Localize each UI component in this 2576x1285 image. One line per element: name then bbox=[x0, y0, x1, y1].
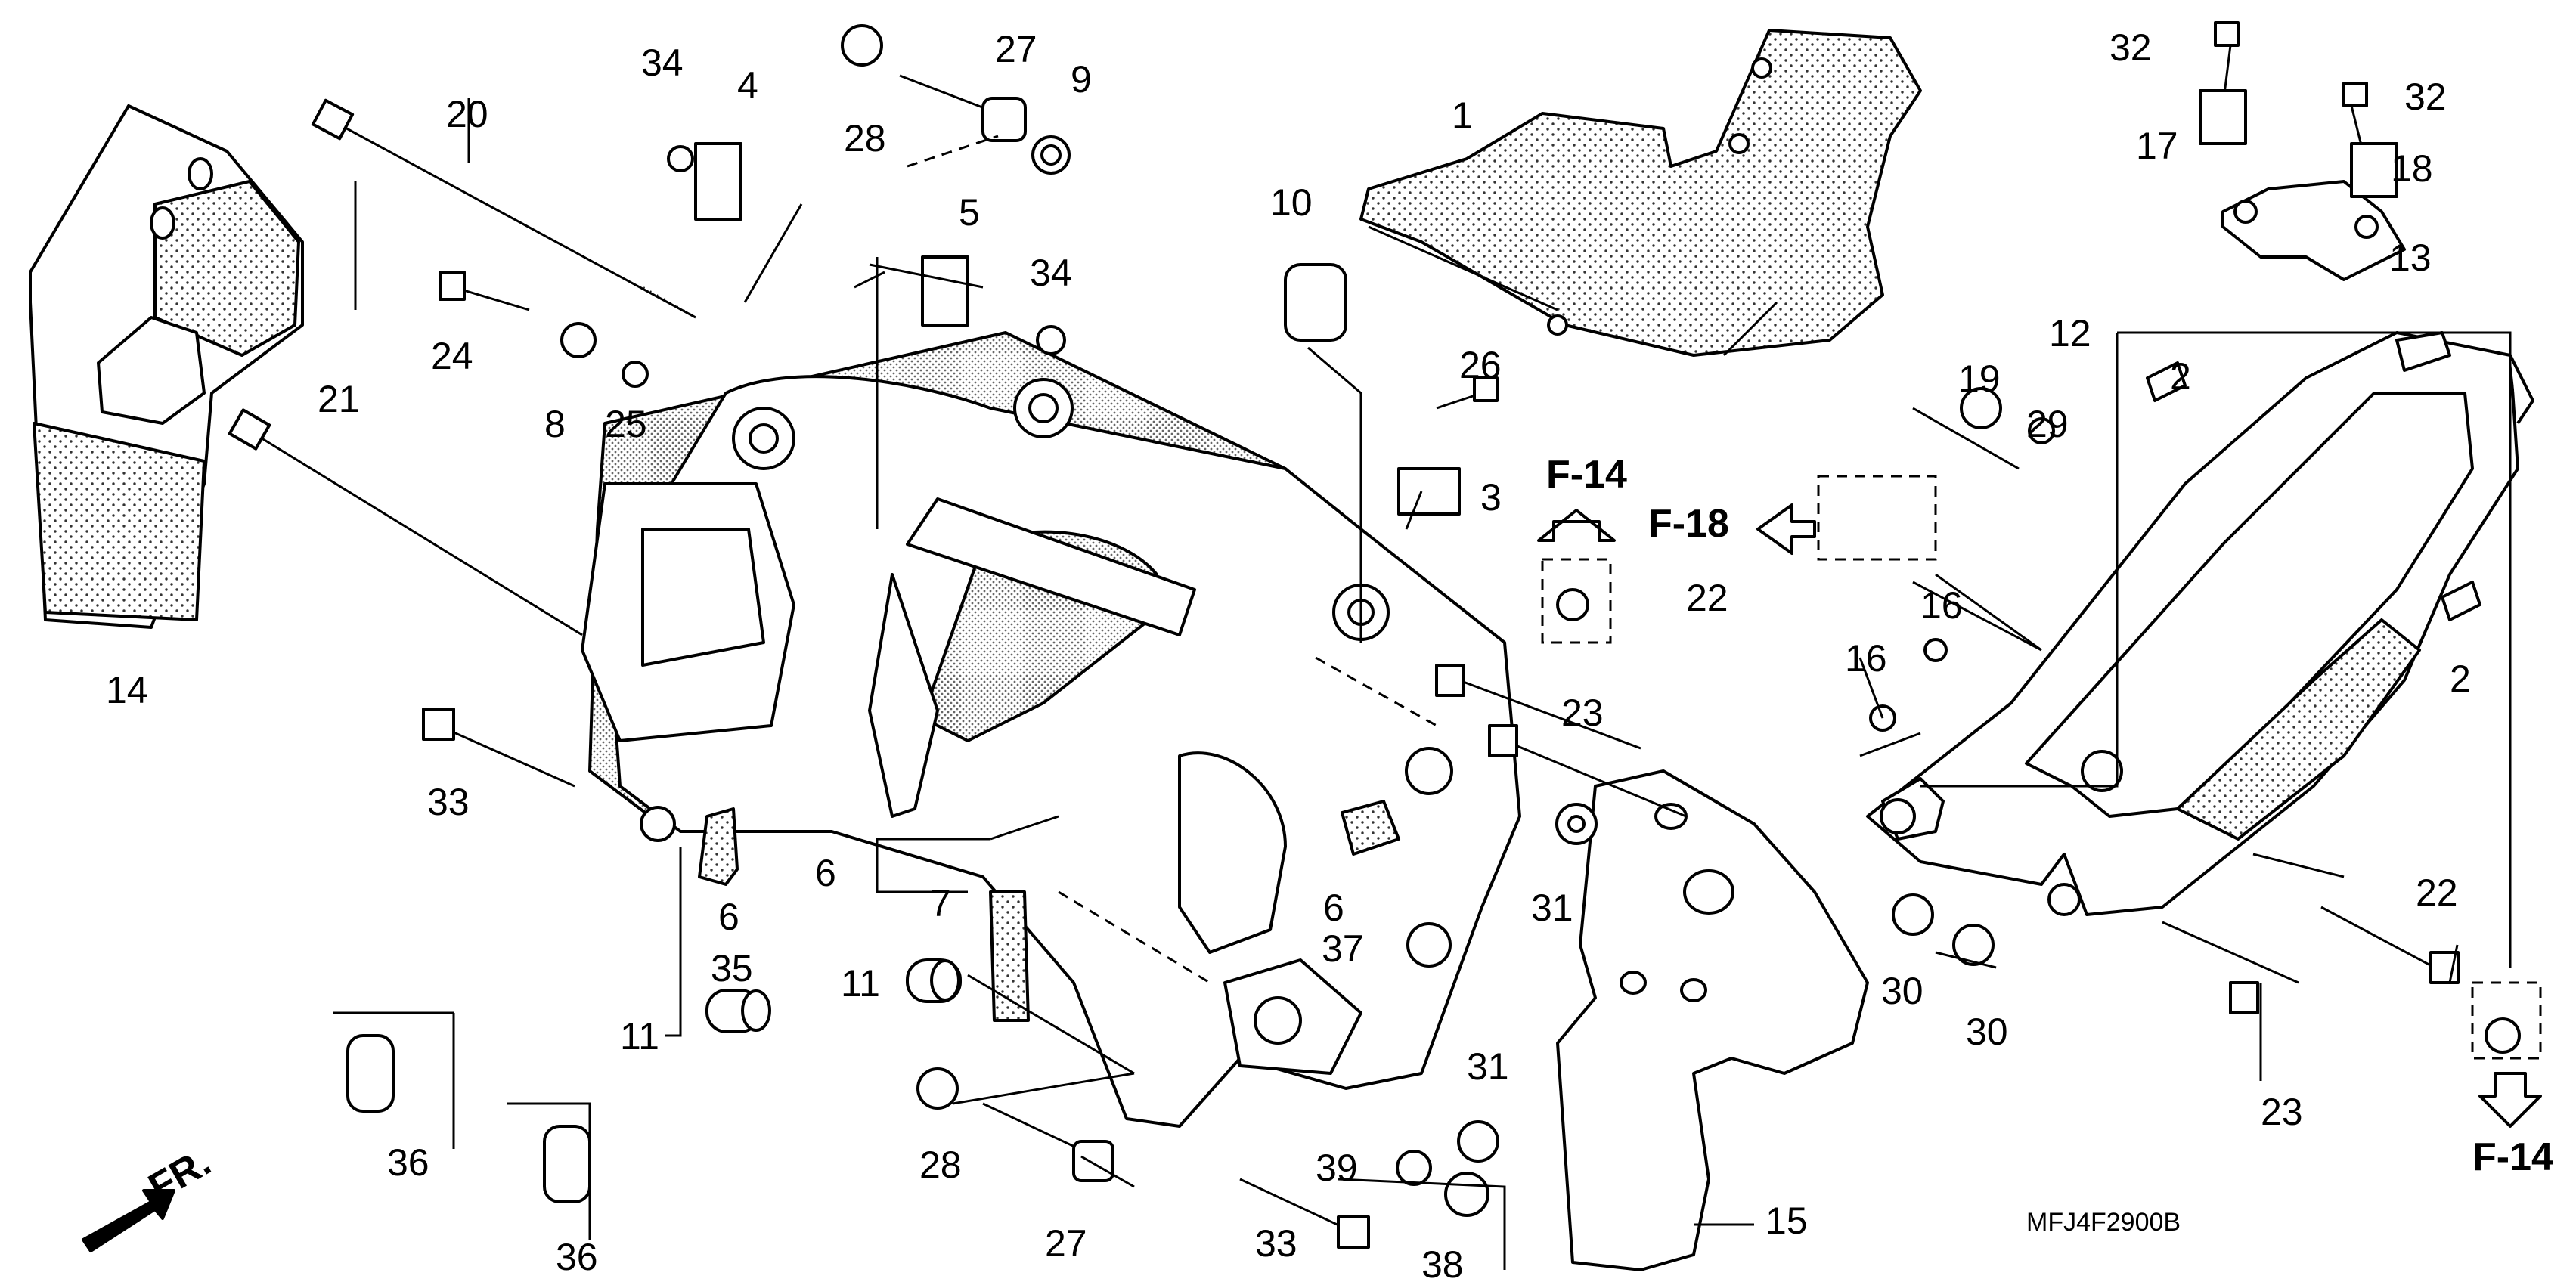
callout-36: 36 bbox=[556, 1236, 598, 1278]
callout-1: 1 bbox=[1452, 94, 1473, 137]
callout-22: 22 bbox=[1686, 577, 1728, 619]
callout-35: 35 bbox=[711, 947, 753, 989]
callout-11: 11 bbox=[841, 962, 880, 1005]
part-14-side-cover bbox=[29, 104, 304, 629]
callout-31: 31 bbox=[1467, 1045, 1509, 1088]
callout-23: 23 bbox=[2261, 1091, 2303, 1133]
leader-lines bbox=[333, 98, 2512, 1270]
callout-6: 6 bbox=[815, 852, 836, 894]
main-frame bbox=[581, 331, 1521, 1128]
callout-6: 6 bbox=[1323, 887, 1344, 929]
callout-32: 32 bbox=[2109, 26, 2152, 69]
callout-33: 33 bbox=[1255, 1222, 1297, 1265]
callout-labels: 1 2 2 3 4 5 6 6 6 7 8 9 10 11 11 12 13 1… bbox=[106, 26, 2471, 1285]
callout-12: 12 bbox=[2049, 312, 2091, 355]
callout-17: 17 bbox=[2136, 125, 2178, 167]
callout-16: 16 bbox=[1920, 584, 1963, 627]
callout-3: 3 bbox=[1480, 476, 1502, 519]
callout-9: 9 bbox=[1071, 58, 1092, 101]
reference-arrows bbox=[82, 503, 2542, 1252]
callout-29: 29 bbox=[2026, 403, 2069, 445]
callout-34: 34 bbox=[1030, 252, 1072, 294]
part-20-21-long-bolts bbox=[228, 98, 696, 636]
part-12-rear-subframe bbox=[1866, 331, 2534, 916]
callout-27: 27 bbox=[995, 28, 1037, 70]
part-6-7-rubber-strips bbox=[698, 800, 1400, 1022]
diagram-code: MFJ4F2900B bbox=[2026, 1208, 2181, 1237]
callout-30: 30 bbox=[1966, 1011, 2008, 1053]
callout-18: 18 bbox=[2391, 147, 2433, 190]
callout-38: 38 bbox=[1421, 1243, 1464, 1285]
callout-10: 10 bbox=[1270, 181, 1313, 224]
callout-36: 36 bbox=[387, 1141, 429, 1184]
callout-27: 27 bbox=[1045, 1222, 1087, 1265]
callout-30: 30 bbox=[1881, 970, 1923, 1012]
callout-34: 34 bbox=[641, 42, 684, 84]
callout-23: 23 bbox=[1561, 692, 1604, 734]
callout-13: 13 bbox=[2389, 237, 2432, 279]
part-1-heat-guard bbox=[1359, 29, 1922, 357]
callout-26: 26 bbox=[1459, 344, 1502, 386]
callout-6: 6 bbox=[718, 896, 739, 938]
reference-boxes bbox=[1541, 475, 2542, 1060]
callout-19: 19 bbox=[1958, 358, 2001, 400]
callout-7: 7 bbox=[930, 882, 951, 924]
callout-5: 5 bbox=[959, 191, 980, 234]
callout-2: 2 bbox=[2170, 355, 2191, 398]
callout-14: 14 bbox=[106, 669, 148, 711]
ref-f14-top: F-14 bbox=[1546, 453, 1627, 497]
callout-11: 11 bbox=[620, 1015, 659, 1057]
callout-16: 16 bbox=[1845, 637, 1887, 680]
callout-33: 33 bbox=[427, 781, 470, 823]
callout-32: 32 bbox=[2404, 76, 2447, 118]
callout-37: 37 bbox=[1322, 927, 1364, 970]
callout-20: 20 bbox=[446, 93, 488, 135]
small-bolts bbox=[422, 21, 2460, 1249]
callout-24: 24 bbox=[431, 335, 473, 377]
part-15-rear-cover bbox=[1556, 769, 1869, 1271]
part-11-collar bbox=[705, 958, 962, 1033]
callout-15: 15 bbox=[1765, 1200, 1808, 1242]
ref-f18: F-18 bbox=[1648, 502, 1729, 546]
part-13-bracket bbox=[2221, 180, 2406, 281]
callout-22: 22 bbox=[2416, 872, 2458, 914]
callout-25: 25 bbox=[605, 403, 647, 445]
callout-28: 28 bbox=[919, 1144, 962, 1186]
callout-39: 39 bbox=[1316, 1147, 1358, 1189]
callout-8: 8 bbox=[544, 403, 566, 445]
ref-f14-bottom: F-14 bbox=[2472, 1135, 2553, 1179]
callout-2: 2 bbox=[2450, 658, 2471, 700]
callout-28: 28 bbox=[844, 117, 886, 159]
callout-21: 21 bbox=[318, 378, 360, 420]
callout-31: 31 bbox=[1531, 887, 1573, 929]
nuts-washers bbox=[346, 24, 2521, 1217]
callout-4: 4 bbox=[737, 64, 758, 107]
